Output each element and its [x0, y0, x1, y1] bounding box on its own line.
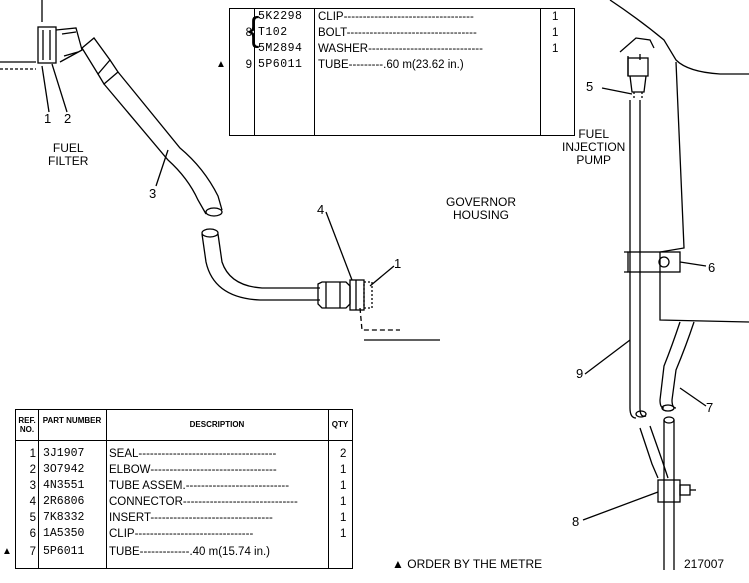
col-divider [540, 9, 541, 135]
leader-9 [584, 339, 631, 375]
table-row: 3 4N3551 TUBE ASSEM.--------------------… [29, 479, 347, 492]
callout-9: 9 [576, 366, 584, 381]
tube-assembly-3 [81, 37, 223, 217]
brace: { [248, 11, 260, 49]
callout-6: 6 [708, 260, 716, 275]
table-row: ▲ 7 5P6011 TUBE-------------.40 m(15.74 … [2, 545, 271, 558]
table-row: 2 3O7942 ELBOW--------------------------… [29, 463, 347, 476]
table-row: 5M2894 WASHER---------------------------… [258, 42, 559, 55]
tube-assembly-3-lower [201, 228, 440, 341]
header-divider [16, 440, 352, 441]
header-ref: REF. NO. [18, 416, 36, 434]
callout-1-right: 1 [394, 256, 402, 271]
top-parts-table: 5K2298 CLIP-----------------------------… [216, 8, 575, 136]
table-row: 6 1A5350 CLIP---------------------------… [29, 527, 347, 540]
table-row: 4 2R6806 CONNECTOR----------------------… [29, 495, 347, 508]
leader-1-right [369, 265, 395, 287]
leader-4 [325, 211, 353, 281]
fuel-filter-label: FUEL FILTER [48, 141, 89, 168]
leader-7 [679, 387, 707, 407]
table-row: 1 3J1907 SEAL---------------------------… [29, 447, 347, 460]
col-divider [314, 9, 315, 135]
bottom-parts-table: REF. NO. PART NUMBER DESCRIPTION QTY 1 3… [2, 409, 353, 569]
fuel-injection-pump-label: FUEL INJECTION PUMP [562, 127, 626, 167]
leader-1-left [41, 65, 50, 113]
figure-number: 217007 [684, 557, 725, 571]
leader-8 [582, 491, 659, 521]
callout-7: 7 [706, 400, 714, 415]
table-row: ▲ 9 5P6011 TUBE---------.60 m(23.62 in.) [216, 58, 464, 71]
fuel-injection-pump-outline [609, 0, 749, 323]
header-desc: DESCRIPTION [189, 420, 245, 429]
col-divider [106, 410, 107, 568]
tube-9 [629, 100, 647, 419]
header-part: PART NUMBER [42, 416, 102, 425]
callout-4: 4 [317, 202, 325, 217]
col-divider [38, 410, 39, 568]
callout-8: 8 [572, 514, 580, 529]
order-note: ▲ ORDER BY THE METRE [392, 557, 543, 571]
callout-3: 3 [149, 186, 157, 201]
header-qty: QTY [331, 420, 349, 429]
table-row: 8 T102 BOLT-----------------------------… [245, 26, 559, 39]
leader-3 [155, 149, 169, 187]
order-by-metre-marker: ▲ [216, 59, 226, 70]
table-row: 5 7K8332 INSERT-------------------------… [29, 511, 347, 524]
col-divider [328, 410, 329, 568]
lower-tubes-clip-8 [639, 416, 696, 570]
callout-2: 2 [64, 111, 72, 126]
callout-5: 5 [586, 79, 594, 94]
col-divider [254, 9, 255, 135]
order-by-metre-marker: ▲ [2, 546, 12, 557]
fuel-filter-fitting [0, 0, 83, 70]
leader-6 [679, 261, 707, 267]
governor-housing-label: GOVERNOR HOUSING [446, 195, 517, 222]
callout-1-left: 1 [44, 111, 52, 126]
leader-5 [601, 87, 633, 95]
clip-6 [624, 251, 681, 273]
insert-fitting-5 [619, 37, 655, 100]
leader-2 [51, 63, 68, 113]
tube-7 [659, 321, 695, 412]
table-row: 5K2298 CLIP-----------------------------… [258, 10, 559, 23]
